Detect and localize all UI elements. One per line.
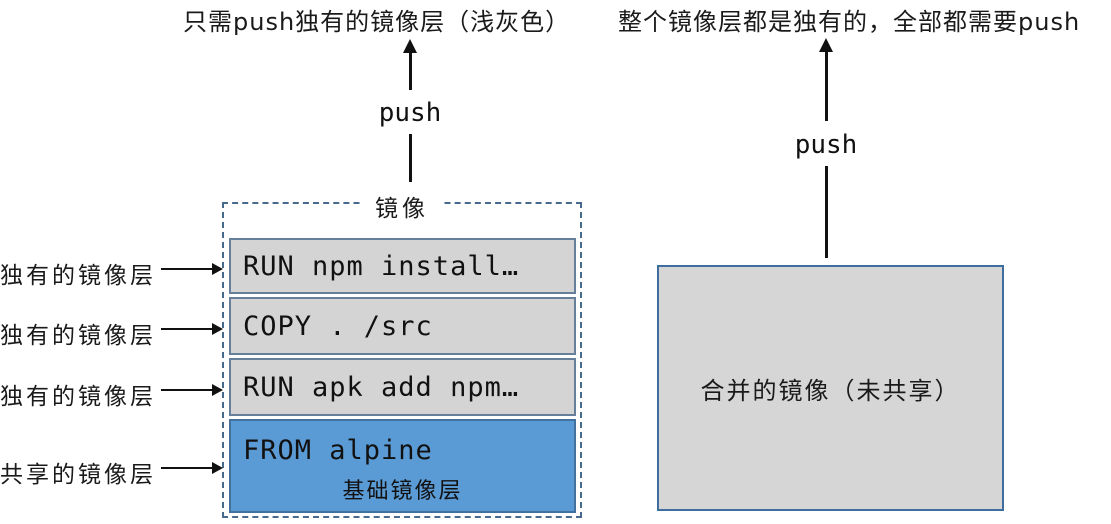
layer-copy-src: COPY . /src — [229, 297, 576, 355]
arrow-line — [825, 51, 828, 121]
layer-command-text: COPY . /src — [243, 310, 433, 342]
side-label-unique-layer: 独有的镜像层 — [0, 323, 156, 349]
base-layer-label: 基础镜像层 — [342, 479, 463, 504]
push-label-right: push — [794, 130, 858, 160]
image-box-title: 镜像 — [360, 189, 444, 223]
side-label-unique-layer: 独有的镜像层 — [0, 384, 156, 410]
layer-command-text: RUN npm install… — [243, 250, 520, 282]
arrow-right-icon — [161, 384, 223, 396]
arrow-line — [409, 52, 412, 90]
layer-run-apk-add: RUN apk add npm… — [229, 358, 576, 416]
side-label-shared-layer: 共享的镜像层 — [0, 462, 156, 488]
arrow-right-icon — [161, 462, 223, 474]
layer-command-text: RUN apk add npm… — [243, 371, 520, 403]
arrow-line — [825, 166, 828, 258]
arrow-right-icon — [161, 263, 223, 275]
layer-from-alpine-base: FROM alpine 基础镜像层 — [229, 419, 576, 513]
arrow-right-icon — [161, 323, 223, 335]
caption-push-unique-layers: 只需push独有的镜像层（浅灰色） — [183, 8, 571, 36]
arrow-line — [409, 134, 412, 182]
merged-image-box: 合并的镜像（未共享） — [657, 265, 1004, 511]
merged-image-label: 合并的镜像（未共享） — [700, 376, 961, 405]
arrow-up-icon — [819, 38, 833, 52]
side-label-unique-layer: 独有的镜像层 — [0, 263, 156, 289]
layer-command-text: FROM alpine — [243, 435, 433, 466]
push-label-left: push — [378, 98, 442, 128]
caption-push-all-layers: 整个镜像层都是独有的，全部都需要push — [618, 8, 1081, 36]
image-dashed-box: 镜像 RUN npm install… COPY . /src RUN apk … — [222, 189, 582, 518]
arrow-up-icon — [403, 39, 417, 53]
layer-run-npm-install: RUN npm install… — [229, 238, 576, 294]
